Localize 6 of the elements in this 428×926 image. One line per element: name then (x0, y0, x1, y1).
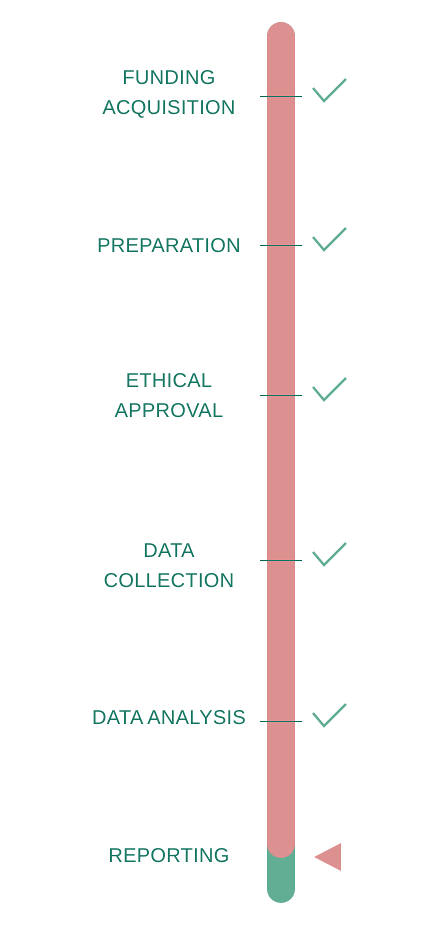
stage-label: FUNDING ACQUISITION (84, 63, 254, 123)
stage-label: DATA COLLECTION (84, 536, 254, 596)
stage-label: REPORTING (84, 841, 254, 871)
stage-label: PREPARATION (84, 231, 254, 261)
stage-label: DATA ANALYSIS (84, 703, 254, 733)
stage-label: ETHICAL APPROVAL (84, 366, 254, 426)
